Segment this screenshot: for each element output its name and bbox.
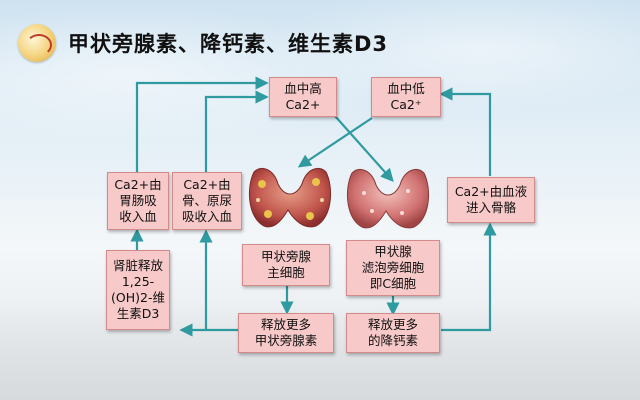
node-c-cell: 甲状腺 滤泡旁细胞 即C细胞 <box>346 240 440 296</box>
arrow-bone-to-low <box>439 87 492 176</box>
node-kidney-vitd: 肾脏释放 1,25- (OH)2-维 生素D3 <box>106 250 170 330</box>
thyroid-gland-image <box>346 169 430 229</box>
arrow-bone-to-high <box>204 90 269 172</box>
arrow-calcitonin-to-bone <box>441 222 497 332</box>
node-to-bone: Ca2+由血液 进入骨骼 <box>447 177 535 223</box>
node-gut-absorption: Ca2+由 胃肠吸 收入血 <box>107 172 169 230</box>
node-chief-cell: 甲状旁腺 主细胞 <box>242 244 330 286</box>
arrow-low-to-chief <box>297 117 373 168</box>
arrow-gut-to-high <box>135 76 269 172</box>
node-release-pth: 释放更多 甲状旁腺素 <box>238 313 334 353</box>
node-low-calcium: 血中低 Ca2⁺ <box>371 77 441 117</box>
parathyroid-gland-image <box>248 168 332 228</box>
arrow-high-to-ccell <box>334 115 394 182</box>
node-high-calcium: 血中高 Ca2+ <box>269 77 337 117</box>
node-release-calcitonin: 释放更多 的降钙素 <box>346 313 440 353</box>
node-bone-urine-absorption: Ca2+由 骨、原尿 吸收入血 <box>172 172 242 230</box>
logo-emblem-icon <box>18 24 56 62</box>
page-title: 甲状旁腺素、降钙素、维生素D3 <box>68 32 389 56</box>
